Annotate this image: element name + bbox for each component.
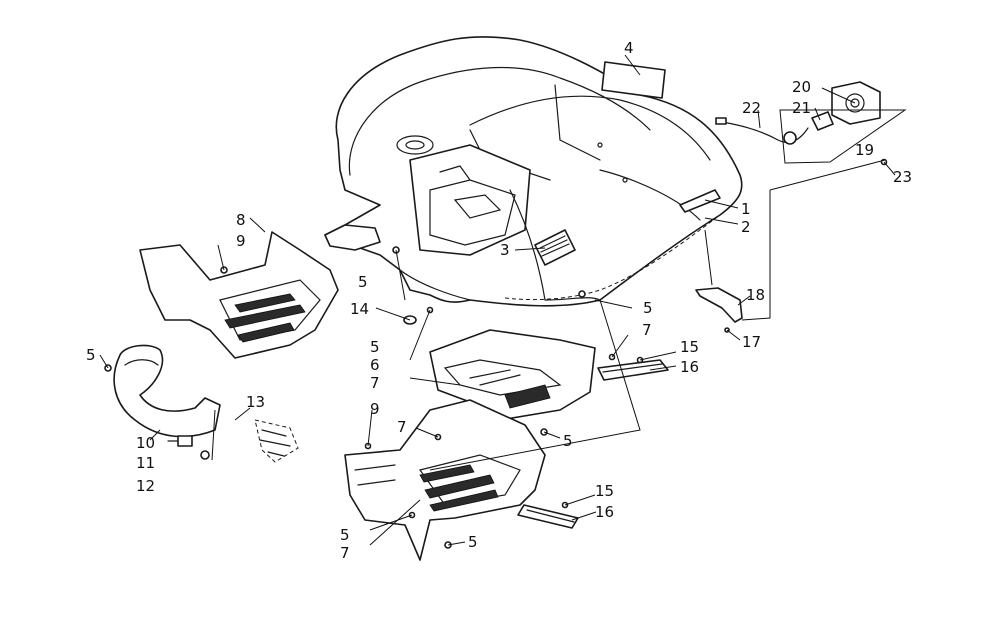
callout-5-a: 5 [358,273,368,291]
callout-20: 20 [792,78,811,96]
callout-19: 19 [855,141,874,159]
callout-21: 21 [792,99,811,117]
callout-7-a: 7 [370,374,380,392]
callout-18: 18 [746,286,765,304]
step-plate-upper [597,359,669,381]
callout-13: 13 [246,393,265,411]
callout-2: 2 [741,218,751,236]
callout-12: 12 [136,477,155,495]
callout-5-g: 5 [468,533,478,551]
callout-7-b: 7 [397,418,407,436]
footwell-left [139,231,339,359]
callout-6: 6 [370,356,380,374]
callout-11: 11 [136,454,155,472]
callout-3: 3 [500,241,510,259]
callout-5-c: 5 [643,299,653,317]
callout-22: 22 [742,99,761,117]
footwell-right [344,399,546,561]
mounting-plate [254,419,299,463]
callout-16-b: 16 [595,503,614,521]
bolt-11 [167,435,193,447]
callout-15-a: 15 [680,338,699,356]
callout-1: 1 [741,200,751,218]
callout-14: 14 [350,300,369,318]
callout-7-c: 7 [642,321,652,339]
taillight-assembly [715,81,907,164]
decal [601,61,666,99]
callout-17: 17 [742,333,761,351]
washer-12 [200,450,210,460]
callout-5-e: 5 [563,432,573,450]
mud-guard-left [113,344,221,438]
step-plate-lower [517,504,579,529]
callout-15-b: 15 [595,482,614,500]
callout-4: 4 [624,39,634,57]
leader-lines [99,54,896,546]
callout-7-d: 7 [340,544,350,562]
callout-5-b: 5 [370,338,380,356]
rear-fender [324,36,743,307]
callout-16-a: 16 [680,358,699,376]
callout-10: 10 [136,434,155,452]
bracket [695,287,743,323]
callout-labels: 1 2 3 4 5 5 5 5 5 5 5 6 7 7 7 7 8 9 9 10… [86,39,912,562]
callout-9-a: 9 [236,232,246,250]
callout-5-f: 5 [340,526,350,544]
callout-23: 23 [893,168,912,186]
callout-5-d: 5 [86,346,96,364]
callout-9-b: 9 [370,400,380,418]
callout-8: 8 [236,211,246,229]
